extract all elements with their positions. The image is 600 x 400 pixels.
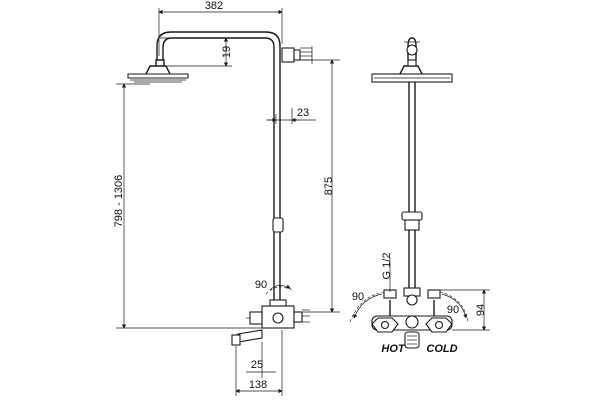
mixer-valve-side bbox=[231, 305, 310, 346]
riser-pipe-front bbox=[401, 82, 423, 306]
cold-label: COLD bbox=[426, 343, 457, 355]
inlet-pipes bbox=[383, 289, 441, 318]
dim-rotation-right-text: 90 bbox=[447, 304, 459, 316]
front-view: G 1/2 90 90 94 HOT COLD bbox=[349, 37, 490, 355]
dim-adjustable-range: 798 - 1306 bbox=[113, 83, 262, 329]
cold-handle bbox=[425, 317, 453, 333]
mixer-body-front bbox=[371, 315, 453, 349]
dim-mixer-height-text: 94 bbox=[475, 304, 487, 316]
dim-riser-height-text: 875 bbox=[323, 177, 335, 195]
dim-mixer-height: 94 bbox=[440, 289, 490, 331]
side-view: 382 19 23 875 bbox=[113, 0, 340, 396]
dim-arm-length-text: 382 bbox=[205, 0, 223, 12]
overhead-arm-pipe bbox=[156, 31, 313, 307]
shower-head-side bbox=[127, 59, 189, 83]
dim-spout-offset: 25 bbox=[246, 342, 276, 378]
dim-head-drop-text: 19 bbox=[221, 46, 233, 58]
dim-wall-offset: 23 bbox=[266, 107, 316, 124]
hot-label: HOT bbox=[381, 343, 406, 355]
dim-valve-rotation-side-text: 90 bbox=[255, 279, 267, 291]
dim-valve-rotation-side: 90 bbox=[255, 279, 293, 295]
dim-rotation-left: 90 bbox=[349, 291, 385, 323]
dim-head-drop: 19 bbox=[160, 37, 233, 67]
hot-handle bbox=[371, 317, 399, 333]
dim-spout-offset-text: 25 bbox=[251, 359, 263, 371]
dim-spout-reach-text: 138 bbox=[249, 379, 267, 391]
dim-rotation-right: 90 bbox=[439, 291, 469, 323]
dim-adjustable-range-text: 798 - 1306 bbox=[113, 175, 125, 228]
dim-arm-length: 382 bbox=[158, 0, 283, 56]
dim-rotation-left-text: 90 bbox=[352, 291, 364, 303]
dim-riser-height: 875 bbox=[300, 59, 340, 313]
inlet-thread-text: G 1/2 bbox=[381, 253, 393, 280]
dim-spout-reach: 138 bbox=[235, 330, 283, 396]
inlet-thread-annotation: G 1/2 bbox=[381, 253, 393, 292]
shower-head-front bbox=[371, 37, 453, 83]
dim-wall-offset-text: 23 bbox=[297, 107, 309, 119]
